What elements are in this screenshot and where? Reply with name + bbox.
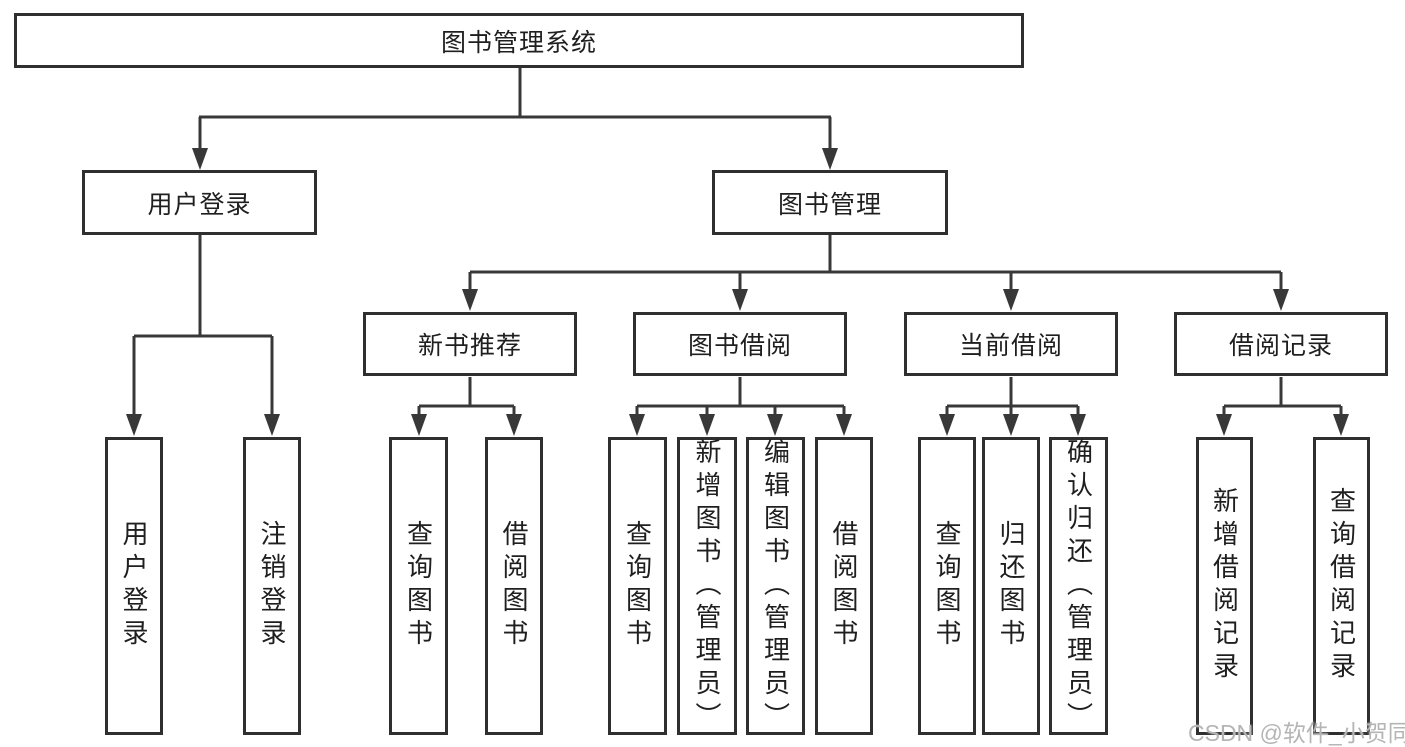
arrowhead bbox=[767, 414, 783, 436]
arrowhead bbox=[1070, 414, 1086, 436]
node-new-book-recommend: 新书推荐 bbox=[363, 312, 577, 376]
node-book-borrow: 图书借阅 bbox=[633, 312, 847, 376]
arrowhead bbox=[126, 414, 142, 436]
node-library-system: 图书管理系统 bbox=[14, 13, 1024, 68]
node-label: 图书借阅 bbox=[687, 332, 792, 360]
leaf-logout: 注销登录 bbox=[243, 437, 301, 735]
leaf-label: 归还图书 bbox=[996, 520, 1026, 652]
arrowhead bbox=[836, 414, 852, 436]
csdn-watermark: CSDN @软件_小贺同学 bbox=[1188, 720, 1405, 746]
arrowhead bbox=[629, 414, 645, 436]
arrowhead bbox=[1273, 289, 1289, 311]
leaf-query-books-current: 查询图书 bbox=[918, 437, 976, 735]
node-borrow-records: 借阅记录 bbox=[1174, 312, 1388, 376]
arrowhead bbox=[1216, 414, 1232, 436]
arrowhead bbox=[411, 414, 427, 436]
leaf-confirm-return-admin: 确认归还（管理员） bbox=[1049, 437, 1108, 735]
node-label: 新书推荐 bbox=[417, 332, 522, 360]
leaf-label: 查询图书 bbox=[403, 520, 434, 652]
arrowhead bbox=[1003, 414, 1019, 436]
leaf-label: 注销登录 bbox=[257, 520, 287, 652]
node-label: 借阅记录 bbox=[1228, 332, 1333, 360]
arrowhead bbox=[699, 414, 715, 436]
leaf-label: 编辑图书（管理员） bbox=[760, 437, 791, 735]
leaf-label: 查询图书 bbox=[932, 520, 962, 652]
node-book-management: 图书管理 bbox=[712, 170, 948, 235]
leaf-borrow-books-recommend: 借阅图书 bbox=[485, 437, 543, 735]
node-label: 用户登录 bbox=[147, 190, 252, 219]
leaf-edit-books-admin: 编辑图书（管理员） bbox=[746, 437, 805, 735]
leaf-query-books-recommend: 查询图书 bbox=[389, 437, 448, 735]
arrowhead bbox=[732, 289, 748, 311]
arrowhead bbox=[822, 148, 838, 170]
arrowhead bbox=[462, 289, 478, 311]
leaf-borrow-books: 借阅图书 bbox=[815, 437, 873, 735]
node-label: 当前借阅 bbox=[958, 332, 1063, 360]
arrowhead bbox=[264, 414, 280, 436]
leaf-label: 新增图书（管理员） bbox=[692, 437, 722, 735]
leaf-query-books-borrow: 查询图书 bbox=[608, 437, 667, 735]
leaf-label: 借阅图书 bbox=[829, 520, 859, 652]
leaf-label: 新增借阅记录 bbox=[1209, 487, 1240, 685]
leaf-user-login: 用户登录 bbox=[105, 437, 163, 735]
arrowhead bbox=[939, 414, 955, 436]
leaf-add-books-admin: 新增图书（管理员） bbox=[677, 437, 737, 735]
leaf-query-borrow-record: 查询借阅记录 bbox=[1313, 437, 1370, 735]
leaf-label: 借阅图书 bbox=[499, 520, 529, 652]
leaf-add-borrow-record: 新增借阅记录 bbox=[1196, 437, 1253, 735]
arrowhead bbox=[192, 148, 208, 170]
node-user-login: 用户登录 bbox=[82, 170, 317, 235]
leaf-label: 用户登录 bbox=[119, 520, 149, 652]
arrowhead bbox=[1003, 289, 1019, 311]
leaf-label: 确认归还（管理员） bbox=[1063, 437, 1094, 735]
node-label: 图书管理 bbox=[777, 190, 882, 219]
leaf-label: 查询图书 bbox=[622, 520, 653, 652]
arrowhead bbox=[1333, 414, 1349, 436]
arrowhead bbox=[506, 414, 522, 436]
node-current-borrow: 当前借阅 bbox=[904, 312, 1118, 376]
leaf-return-books: 归还图书 bbox=[982, 437, 1040, 735]
node-label: 图书管理系统 bbox=[440, 28, 597, 57]
leaf-label: 查询借阅记录 bbox=[1326, 487, 1357, 685]
